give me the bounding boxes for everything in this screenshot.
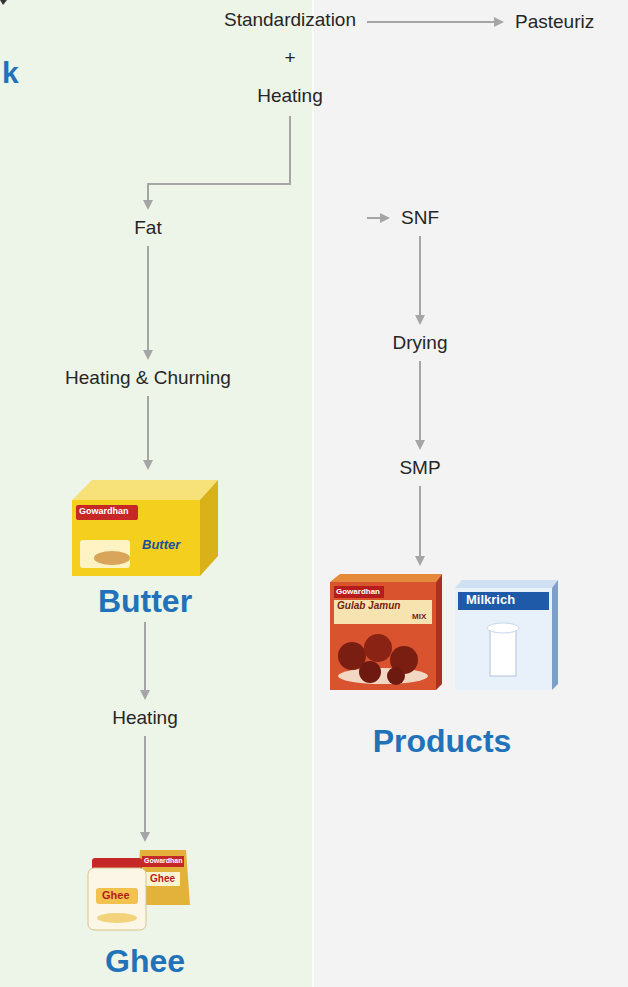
process-step: Pasteuriz [507,6,602,38]
arrow-head [143,200,153,210]
brand-badge [76,505,138,520]
right-panel [314,0,628,987]
brand-text: Gowardhan [144,857,183,865]
jar-decoration [97,913,137,923]
milkrich-pack [455,580,558,690]
connector-line [147,396,149,461]
ghee-packs [88,850,190,930]
pack-text: Ghee [102,889,130,902]
pack-front [330,582,436,690]
plate [338,668,428,684]
brand-text: Gowardhan [336,587,380,596]
ghee-jar [88,868,146,930]
connector-line [419,486,421,557]
arrow-head [140,690,150,700]
arrow-head [143,350,153,360]
connector-line [144,622,146,691]
step-label: Drying [393,331,448,355]
gulab-jamun [387,667,405,685]
product-name: Ghee [105,943,185,980]
brand-text: Gowardhan [79,506,129,516]
cut-off-label: k [2,56,19,91]
flow-arrow [140,622,150,700]
brand-band [142,856,184,867]
name-patch [146,872,180,886]
connector-line [419,236,421,316]
pack-text: Gulab Jamun [337,600,400,612]
pack-text: Ghee [150,873,175,885]
pack-side [552,580,558,690]
process-step: SNF [393,200,447,236]
process-step: SMP [391,450,448,486]
pack-top [330,574,442,582]
gulab-jamun [359,661,381,683]
step-label: Heating & Churning [65,366,231,390]
arrow-head [380,213,390,223]
step-label: + [224,39,356,77]
pack-top [72,480,218,500]
pack-text: MIX [412,612,426,621]
flow-arrow [143,116,290,210]
arrow-head [140,832,150,842]
step-label: Pasteuriz [515,10,594,34]
pack-front [72,500,200,576]
name-band [334,600,432,624]
brand-band [458,592,549,610]
arrow-head [415,440,425,450]
jar-badge [96,888,138,904]
milk-splash [487,623,519,633]
process-step: Drying [385,325,456,361]
flow-arrow [140,736,150,842]
product-name: Butter [98,583,192,620]
step-label: SMP [399,456,440,480]
pack-side [200,480,218,576]
flow-arrow [415,236,425,325]
step-label: Standardization [224,1,356,39]
butter-block [80,540,130,568]
connector-line [144,736,146,833]
corner-arrow [0,0,7,5]
pack-text: Butter [142,538,180,553]
pack-top [455,580,558,588]
brand-text: Milkrich [466,593,515,608]
process-step: Fat [126,210,169,246]
step-label: Fat [134,216,161,240]
connector-line [147,246,149,351]
flow-arrow [367,17,504,27]
pack-side [436,574,442,690]
flow-arrow [415,361,425,450]
brand-badge [334,586,384,598]
arrow-head [415,556,425,566]
connector-line [148,116,290,201]
gulab-jamun [364,634,392,662]
connector-line [419,361,421,441]
flow-arrow [415,486,425,566]
step-label: Heating [112,706,178,730]
process-step: Heating & Churning [57,360,239,396]
arrow-head [415,315,425,325]
process-step: Standardization+Heating [216,0,364,116]
process-step: Heating [104,700,186,736]
step-label: SNF [401,206,439,230]
flow-arrow [367,213,390,223]
butter-pack [72,480,218,576]
connector-line [367,21,495,23]
pack-front [455,588,552,690]
arrow-head [143,460,153,470]
step-label: Heating [224,77,356,115]
bread-slice [94,551,130,565]
gulab-jamun-pack [330,574,442,690]
flow-arrow [143,246,153,360]
flow-arrow [143,396,153,470]
product-name: Products [373,723,512,760]
arrow-head [494,17,504,27]
connector-line [367,217,381,219]
